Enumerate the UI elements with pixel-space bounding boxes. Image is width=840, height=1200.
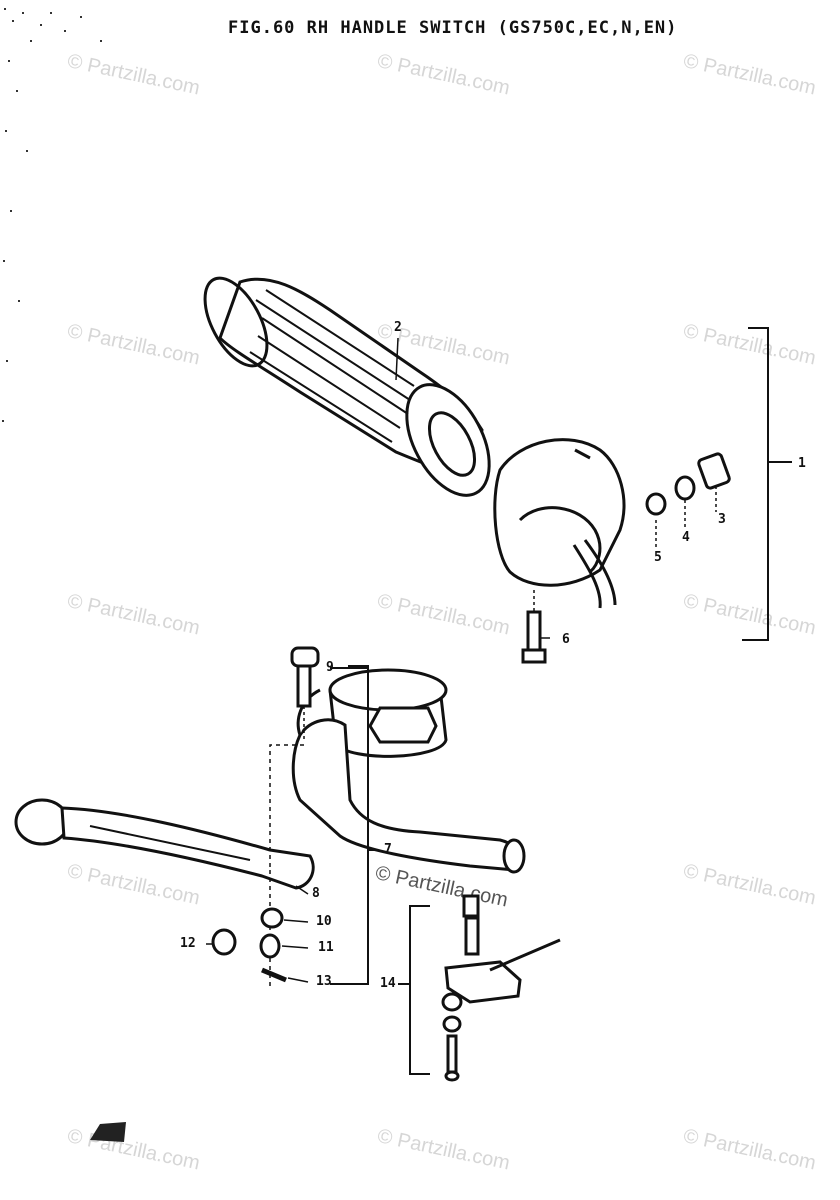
switch-housing — [493, 438, 626, 609]
callout-13: 13 — [316, 974, 332, 989]
callout-1: 1 — [798, 456, 806, 471]
callout-5: 5 — [654, 550, 662, 565]
scan-noise — [2, 8, 102, 422]
grip-part-2 — [203, 276, 491, 497]
master-cylinder-part-7 — [291, 668, 526, 874]
brake-lever-part-8 — [14, 798, 315, 890]
callout-2: 2 — [394, 320, 402, 335]
callout-7: 7 — [384, 842, 392, 857]
bracket-7 — [330, 665, 378, 985]
callout-3: 3 — [718, 512, 726, 527]
callout-6: 6 — [562, 632, 570, 647]
guide-lines — [269, 744, 304, 990]
callout-9: 9 — [326, 660, 334, 675]
brake-switch-part-14 — [441, 894, 561, 1082]
figure-title: FIG.60 RH HANDLE SWITCH (GS750C,EC,N,EN) — [228, 18, 678, 38]
direction-badge — [90, 1122, 126, 1142]
small-parts-10-13 — [211, 907, 287, 983]
leader-lines — [206, 337, 550, 983]
callout-10: 10 — [316, 914, 332, 929]
callout-4: 4 — [682, 530, 690, 545]
bracket-1 — [742, 327, 792, 641]
screw-part-6 — [521, 590, 547, 664]
bracket-14 — [398, 905, 430, 1075]
callout-8: 8 — [312, 886, 320, 901]
bolt-part-9 — [290, 646, 320, 740]
callout-12: 12 — [180, 936, 196, 951]
small-parts-3-5 — [645, 452, 731, 550]
callout-11: 11 — [318, 940, 334, 955]
callout-14: 14 — [380, 976, 396, 991]
